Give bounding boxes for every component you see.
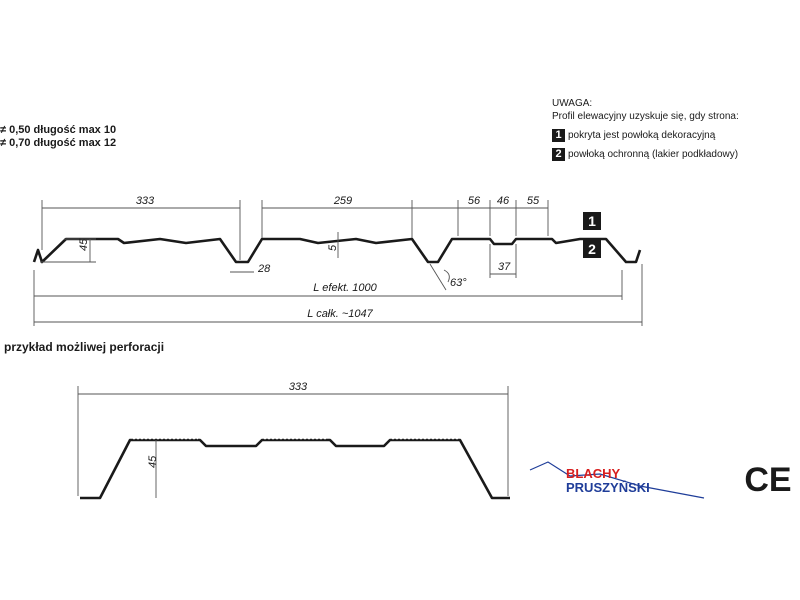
note-item-1: 1 pokryta jest powłoką dekoracyjną [552, 129, 739, 142]
dim-37-label: 37 [498, 261, 511, 273]
dim-46-label: 46 [497, 195, 510, 207]
side-1-number: 1 [588, 213, 596, 229]
side-1-badge: 1 [552, 129, 565, 142]
note-item-text: powłoką ochronną (lakier podkładowy) [568, 149, 739, 160]
note-line: Profil elewacyjny uzyskuje się, gdy stro… [552, 111, 739, 122]
company-logo: BLACHY PRUSZYŃSKI [529, 461, 705, 499]
dim-28-label: 28 [257, 263, 271, 275]
side-2-badge: 2 [552, 148, 565, 161]
note-block: UWAGA: Profil elewacyjny uzyskuje się, g… [552, 97, 739, 161]
thickness-list: ≠ 0,50 długość max 10 ≠ 0,70 długość max… [0, 124, 116, 150]
logo-text-2: PRUSZYŃSKI [566, 480, 650, 495]
l-calk-label: L całk. ~1047 [307, 308, 373, 320]
logo-text-1: BLACHY [566, 466, 620, 481]
perforation-height-label: 45 [147, 455, 159, 468]
dim-56-label: 56 [468, 195, 481, 207]
ce-mark: CE [744, 461, 791, 499]
note-item-2: 2 powłoką ochronną (lakier podkładowy) [552, 148, 739, 161]
dim-259-label: 259 [333, 195, 352, 207]
dim-line [429, 263, 447, 291]
side-1-marker [583, 212, 601, 230]
note-title: UWAGA: [552, 98, 593, 109]
dim-45-label: 45 [78, 238, 90, 251]
dim-5-label: 5 [327, 244, 339, 251]
dim-55-label: 55 [527, 195, 540, 207]
angle-arc [443, 269, 450, 283]
l-efekt-label: L efekt. 1000 [313, 282, 377, 294]
thickness-line: ≠ 0,50 długość max 10 [0, 124, 117, 136]
sheet-profile [32, 237, 642, 264]
perforation-profile [80, 438, 510, 500]
note-item-text: pokryta jest powłoką dekoracyjną [568, 130, 716, 141]
logo-swoosh [529, 461, 705, 499]
perforation-width-label: 333 [289, 381, 308, 393]
angle-label: 63° [450, 277, 467, 289]
side-2-number: 2 [588, 241, 596, 257]
thickness-line: ≠ 0,70 długość max 12 [0, 137, 117, 149]
dim-333-label: 333 [136, 195, 155, 207]
perforation-title: przykład możliwej perforacji [4, 340, 165, 354]
side-2-marker [583, 240, 601, 258]
